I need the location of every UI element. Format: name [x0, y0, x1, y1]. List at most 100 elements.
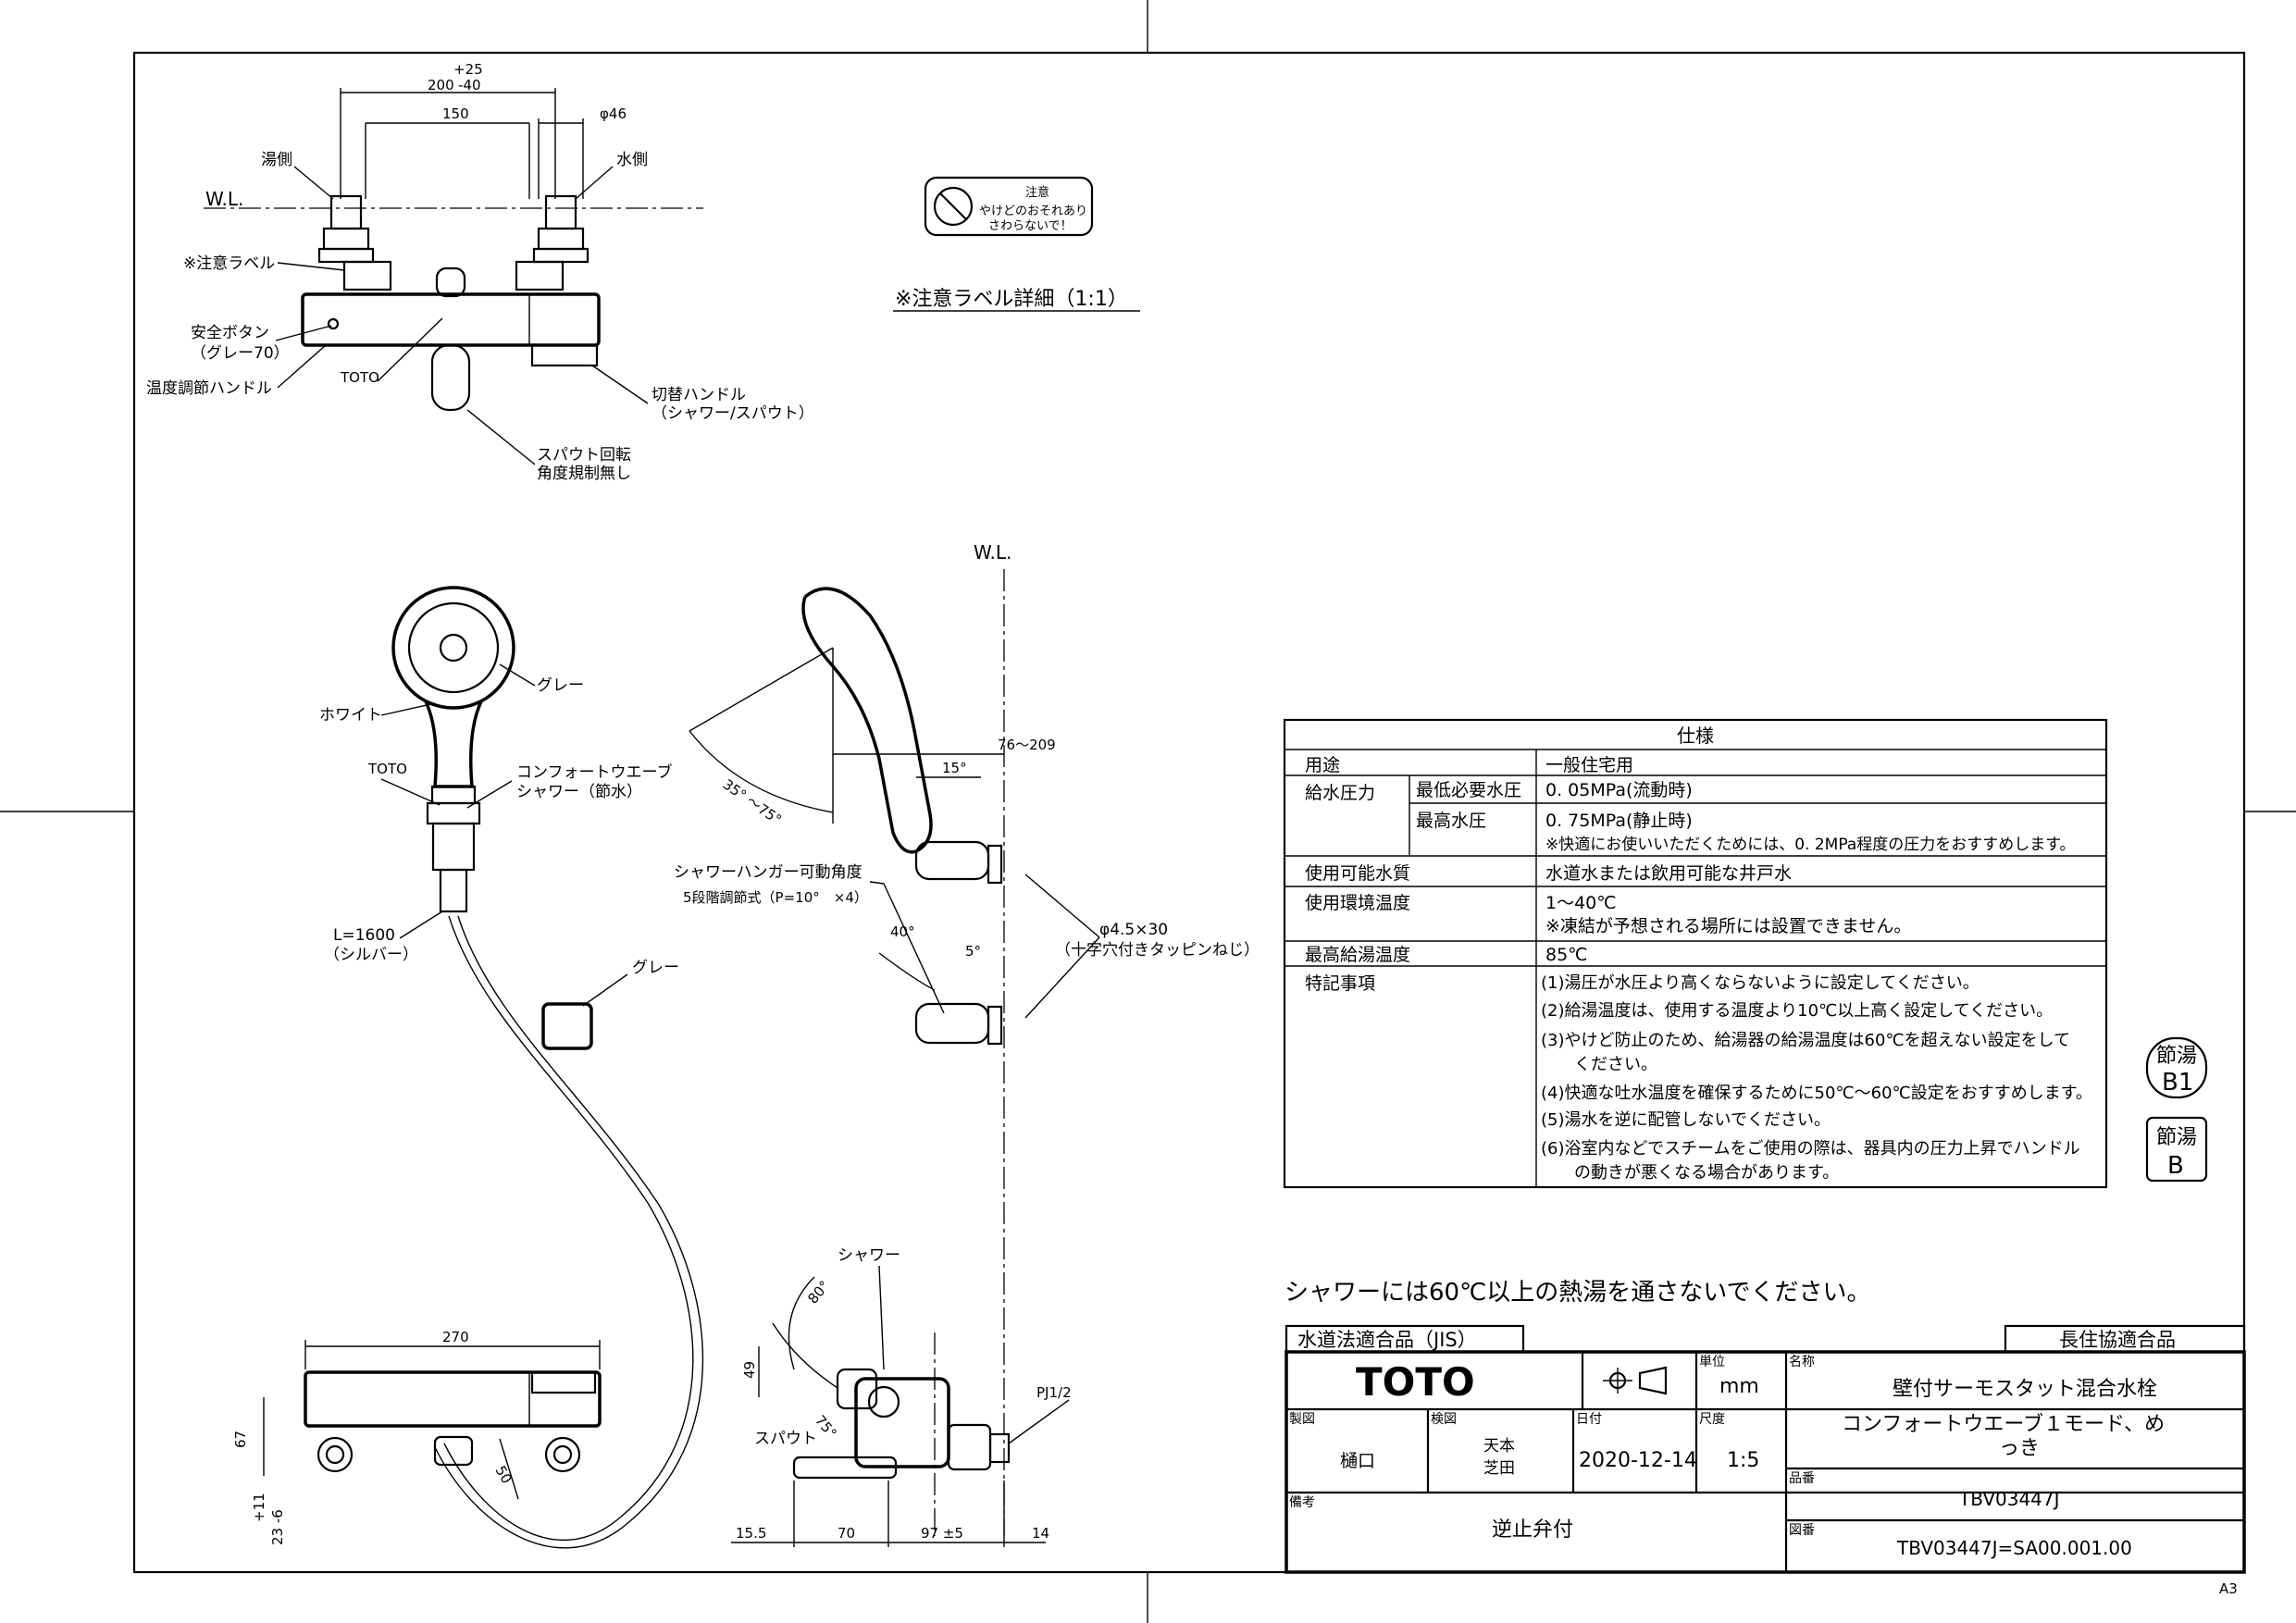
caution-line2: さわらないで！ [988, 219, 1073, 233]
wl-label-1: W.L. [205, 188, 243, 210]
label-hose-length: L=1600 [333, 926, 395, 945]
front-view: W.L. +25 200 -40 150 φ46 湯側 [146, 61, 814, 483]
side-view: W.L. 76～209 35° ～75° 15° 40° 5° シャワーハンガー… [674, 541, 1260, 1536]
part-value: TBV03447J [1958, 1488, 2060, 1510]
spec-row1-sub: 最低必要水圧 [1416, 780, 1521, 800]
label-shower-saving: シャワー（節水） [516, 783, 642, 801]
spec-row2-note: ※快適にお使いいただくためには、0. 2MPa程度の圧力をおすすめします。 [1545, 835, 2076, 854]
dim-tol-minus: -40 [458, 77, 481, 93]
check-label: 検図 [1431, 1412, 1457, 1427]
label-safety-button: 安全ボタン [191, 324, 269, 342]
scale-label: 尺度 [1699, 1412, 1725, 1427]
projection-icon [1603, 1366, 1668, 1395]
dim-23-6: 23 -6 [269, 1509, 286, 1545]
label-comfort-wave: コンフォートウエーブ [516, 762, 672, 782]
warning-text: シャワーには60℃以上の熱湯を通さないでください。 [1285, 1279, 1871, 1307]
name-line1: 壁付サーモスタット混合水栓 [1893, 1378, 2157, 1401]
dim-67: 67 [232, 1431, 249, 1448]
label-hanger-steps: 5段階調節式（P=10° ×4） [683, 889, 868, 906]
label-hot-side: 湯側 [261, 151, 292, 169]
spec-row5-value: 85℃ [1545, 945, 1588, 965]
choju-label: 長住協適合品 [2059, 1329, 2176, 1351]
name-line2: コンフォートウエーブ１モード、め [1842, 1413, 2165, 1436]
spec-note-4: (4)快適な吐水温度を確保するために50℃～60℃設定をおすすめします。 [1541, 1084, 2092, 1103]
dim-tol-plus: +25 [453, 61, 483, 78]
spec-row0-value: 一般住宅用 [1545, 755, 1633, 775]
label-toto-shower: TOTO [367, 761, 407, 777]
dim-76-209: 76～209 [998, 737, 1056, 753]
dim-270: 270 [442, 1329, 469, 1345]
label-pj: PJ1/2 [1036, 1384, 1072, 1401]
label-gray-holder: グレー [632, 959, 679, 977]
label-temp-handle: 温度調節ハンドル [146, 379, 272, 398]
spec-row2-value: 0. 75MPa(静止時) [1545, 811, 1693, 831]
badge2-top: 節湯 [2156, 1126, 2197, 1149]
spec-row0-label: 用途 [1305, 755, 1340, 775]
spec-row2-sub: 最高水圧 [1416, 811, 1486, 831]
spec-row4-label: 使用環境温度 [1305, 893, 1410, 913]
scale-value: 1:5 [1727, 1449, 1759, 1472]
label-hose-color: （シルバー） [324, 946, 418, 964]
label-caution-label: ※注意ラベル [183, 254, 275, 273]
caution-line1: やけどのおそれあり [979, 204, 1087, 218]
dim-15deg: 15° [942, 760, 967, 776]
spec-title: 仕様 [1677, 725, 1714, 747]
spec-note-0: (1)湯圧が水圧より高くならないように設定してください。 [1541, 973, 1980, 993]
label-hanger-angle: シャワーハンガー可動角度 [674, 863, 863, 882]
toto-logo: TOTO [1356, 1359, 1475, 1405]
date-value: 2020-12-14 [1579, 1449, 1697, 1472]
checker1: 天本 [1483, 1437, 1515, 1456]
dim-70: 70 [838, 1525, 855, 1542]
spec-notes-label: 特記事項 [1305, 973, 1375, 994]
dim-80deg: 80° [804, 1278, 833, 1307]
made-label: 製図 [1289, 1412, 1315, 1427]
made-by: 樋口 [1340, 1451, 1375, 1471]
spec-row1-value: 0. 05MPa(流動時) [1545, 780, 1693, 800]
dim-11: +11 [251, 1493, 267, 1522]
dim-150: 150 [442, 105, 469, 122]
dim-49: 49 [741, 1361, 758, 1379]
title-block: 水道法適合品（JIS） 長住協適合品 TOTO 単位 mm 名称 壁付サーモスタ… [1285, 1324, 2246, 1574]
label-spout-sub: 角度規制無し [537, 465, 631, 483]
bottom-side-view: シャワー 80° 75° スパウト 49 PJ1/2 15.5 70 97 ±5… [731, 1246, 1072, 1547]
dim-15-5: 15.5 [736, 1525, 766, 1542]
unit-value: mm [1719, 1375, 1759, 1398]
spec-row5-label: 最高給湯温度 [1305, 945, 1410, 965]
label-switch-sub: （シャワー/スパウト） [652, 404, 814, 423]
spec-note-1: (2)給湯温度は、使用する温度より10℃以上高く設定してください。 [1541, 1001, 2053, 1021]
label-switch-handle: 切替ハンドル [652, 386, 746, 404]
badge1-bottom: B1 [2162, 1069, 2193, 1096]
caution-title: 注意 [1025, 185, 1049, 200]
remarks-label: 備考 [1289, 1495, 1315, 1510]
name-line3: っき [1999, 1437, 2040, 1460]
bottom-front-view: 270 67 50 +11 23 -6 [232, 1329, 602, 1545]
spec-note-6: (6)浴室内などでスチームをご使用の際は、器具内の圧力上昇でハンドル [1541, 1139, 2080, 1158]
label-spout: スパウト [754, 1430, 817, 1448]
water-saving-badges: 節湯 B1 節湯 B [2145, 1036, 2208, 1183]
dim-5deg: 5° [965, 943, 981, 960]
label-shower: シャワー [838, 1246, 900, 1265]
spec-row3-value: 水道水または飲用可能な井戸水 [1545, 863, 1792, 884]
label-gray: グレー [537, 676, 584, 695]
label-screw-sub: （十字穴付きタッピンねじ） [1055, 941, 1260, 960]
drawing-no: TBV03447J=SA00.001.00 [1896, 1537, 2132, 1559]
unit-label: 単位 [1699, 1355, 1725, 1369]
spec-table: 仕様 用途 一般住宅用 給水圧力 最低必要水圧 0. 05MPa(流動時) 最高… [1283, 718, 2108, 1189]
dim-50: 50 [492, 1463, 515, 1487]
label-screw: φ4.5×30 [1099, 921, 1168, 939]
spec-note-2: (3)やけど防止のため、給湯器の給湯温度は60℃を超えない設定をして [1541, 1031, 2070, 1050]
dim-40deg: 40° [890, 923, 915, 940]
wl-label-2: W.L. [974, 541, 1011, 564]
spec-row3-label: 使用可能水質 [1305, 863, 1410, 884]
label-safety-color: （グレー70） [191, 344, 290, 363]
name-label: 名称 [1789, 1355, 1815, 1369]
jis-label: 水道法適合品（JIS） [1297, 1329, 1477, 1351]
drawing-frame [132, 51, 2246, 1574]
drawing-label: 図番 [1789, 1523, 1815, 1538]
spec-row1-label: 給水圧力 [1305, 783, 1375, 803]
dim-35-75deg: 35° ～75° [720, 776, 785, 829]
part-label: 品番 [1789, 1471, 1815, 1486]
caution-detail-title: ※注意ラベル詳細（1:1） [895, 288, 1128, 311]
spec-note-5: (5)湯水を逆に配管しないでください。 [1541, 1110, 1831, 1130]
